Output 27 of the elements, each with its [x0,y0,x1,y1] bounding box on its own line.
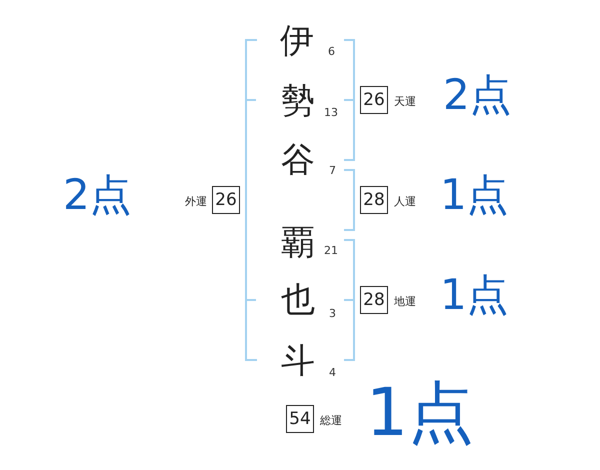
number-box: 26 [212,186,240,214]
stroke-count: 3 [329,308,336,319]
name-character: 斗 [281,344,315,378]
score-label: 2点 [63,174,132,216]
name-character: 谷 [281,143,315,177]
number-box: 28 [360,186,388,214]
score-label: 2点 [443,74,512,116]
fortune-label: 総運 [320,415,342,426]
score-label: 1点 [366,380,474,446]
stroke-count: 7 [329,165,336,176]
score-label: 1点 [440,274,509,316]
stroke-count: 21 [324,245,338,256]
fortune-label: 地運 [394,296,416,307]
stroke-count: 6 [328,46,335,57]
stroke-count: 4 [329,367,336,378]
fortune-label: 外運 [185,196,207,207]
fortune-label: 人運 [394,196,416,207]
number-box: 54 [286,405,314,433]
fortune-label: 天運 [394,96,416,107]
number-box: 28 [360,286,388,314]
score-label: 1点 [440,174,509,216]
name-character: 也 [281,283,315,317]
name-character: 勢 [281,84,315,118]
number-box: 26 [360,86,388,114]
name-character: 覇 [281,226,315,260]
name-character: 伊 [280,24,314,58]
stroke-count: 13 [324,107,338,118]
